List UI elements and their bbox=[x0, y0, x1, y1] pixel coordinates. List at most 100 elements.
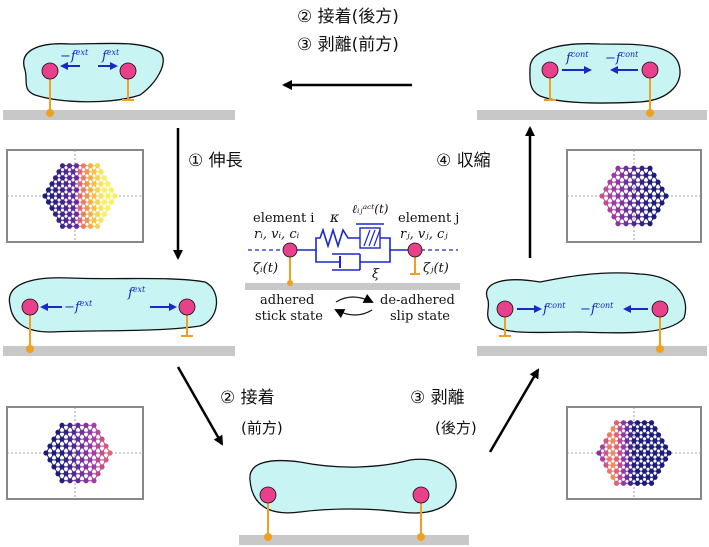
mesh-node bbox=[631, 426, 637, 432]
mesh-node bbox=[648, 420, 655, 426]
mesh-node bbox=[648, 432, 655, 438]
node-front bbox=[641, 61, 659, 79]
mesh-node bbox=[641, 420, 648, 426]
mesh-node bbox=[619, 214, 625, 220]
mesh-node bbox=[655, 193, 661, 199]
mesh-node bbox=[70, 193, 76, 199]
mesh-node bbox=[662, 456, 669, 462]
mesh-node bbox=[659, 186, 665, 192]
cell-middle-right: fcont −fcont bbox=[477, 272, 707, 356]
mesh-node bbox=[56, 217, 62, 223]
element-j-vars: rⱼ, vⱼ, cⱼ bbox=[400, 227, 448, 242]
mesh-node bbox=[91, 450, 97, 456]
cell-bottom-center bbox=[239, 458, 469, 545]
ground-bar bbox=[3, 110, 235, 120]
mesh-node bbox=[99, 464, 105, 470]
mesh-node bbox=[648, 468, 655, 474]
mesh-node bbox=[663, 193, 669, 199]
mesh-node bbox=[73, 211, 80, 217]
mesh-node bbox=[620, 444, 627, 450]
mesh-node bbox=[638, 474, 644, 480]
ground-bar bbox=[477, 110, 707, 120]
mesh-node bbox=[94, 163, 101, 169]
mesh-node bbox=[627, 186, 633, 192]
force-label: −fext bbox=[60, 48, 89, 64]
adhered-label: adhered bbox=[260, 293, 314, 308]
mesh-node bbox=[77, 181, 83, 187]
mesh-node bbox=[610, 474, 616, 480]
mesh-node bbox=[73, 223, 80, 229]
cell-top-left: −fext fext bbox=[3, 42, 235, 120]
mesh-node bbox=[71, 443, 77, 449]
mesh-node bbox=[652, 438, 658, 444]
force-label: −fext bbox=[64, 299, 93, 315]
mesh-node bbox=[638, 438, 644, 444]
mesh-node bbox=[620, 420, 627, 426]
mesh-node bbox=[606, 444, 613, 450]
mesh-node bbox=[631, 438, 637, 444]
mesh-node bbox=[95, 471, 101, 477]
mesh-node bbox=[662, 444, 669, 450]
step-label-contract: ④ 収縮 bbox=[436, 151, 491, 171]
mesh-node bbox=[599, 444, 606, 450]
mesh-node bbox=[47, 443, 53, 449]
mesh-node bbox=[639, 179, 645, 185]
mesh-node bbox=[66, 211, 73, 217]
deadhered-label: de-adhered bbox=[380, 293, 455, 308]
mesh-node bbox=[641, 456, 648, 462]
mesh-node bbox=[52, 211, 59, 217]
mesh-node bbox=[103, 443, 109, 449]
mesh-node bbox=[79, 443, 85, 449]
mesh-node bbox=[627, 214, 633, 220]
mesh-node bbox=[112, 193, 118, 199]
node-front bbox=[651, 300, 669, 318]
force-label: −fcont bbox=[580, 301, 614, 317]
sim-panel-right-lower bbox=[566, 406, 702, 500]
mesh-node bbox=[652, 474, 658, 480]
mesh-node bbox=[77, 169, 83, 175]
arrow-bottom-left bbox=[176, 366, 224, 446]
mesh-node bbox=[67, 422, 73, 428]
mesh-node bbox=[87, 163, 94, 169]
mesh-node bbox=[620, 480, 627, 486]
mesh-node bbox=[94, 223, 101, 229]
mesh-node bbox=[617, 462, 623, 468]
zeta-i-label: ζᵢ(t) bbox=[253, 261, 278, 276]
mesh-node bbox=[94, 187, 101, 193]
mesh-node bbox=[87, 223, 94, 229]
mesh-node bbox=[638, 426, 644, 432]
mesh-node bbox=[98, 205, 104, 211]
mesh-node bbox=[52, 187, 59, 193]
mesh-node bbox=[66, 175, 73, 181]
mesh-node bbox=[623, 221, 629, 227]
mesh-node bbox=[647, 179, 653, 185]
node-j bbox=[407, 242, 423, 258]
mesh-node bbox=[101, 187, 108, 193]
mesh-node bbox=[63, 471, 69, 477]
mesh-node bbox=[634, 480, 641, 486]
mesh-node bbox=[80, 199, 87, 205]
mesh-node bbox=[607, 207, 613, 213]
mesh-node bbox=[603, 450, 609, 456]
mesh-node bbox=[603, 186, 609, 192]
mesh-node bbox=[87, 471, 93, 477]
mesh-node bbox=[70, 217, 76, 223]
mesh-node bbox=[73, 175, 80, 181]
mesh-node bbox=[47, 457, 53, 463]
slip-state-label: slip state bbox=[390, 309, 450, 324]
mesh-node bbox=[99, 450, 105, 456]
mesh-node bbox=[603, 200, 609, 206]
mesh-node bbox=[655, 468, 662, 474]
mesh-node bbox=[98, 193, 104, 199]
mesh-node bbox=[659, 450, 665, 456]
ground-bar bbox=[477, 346, 707, 356]
node-rear bbox=[541, 61, 559, 79]
mesh-node bbox=[652, 426, 658, 432]
mesh-node bbox=[63, 443, 69, 449]
mesh-node bbox=[611, 200, 617, 206]
mesh-node bbox=[623, 165, 629, 171]
mesh-node bbox=[66, 223, 73, 229]
mesh-node bbox=[610, 450, 616, 456]
mesh-node bbox=[43, 450, 49, 456]
mesh-node bbox=[647, 207, 653, 213]
